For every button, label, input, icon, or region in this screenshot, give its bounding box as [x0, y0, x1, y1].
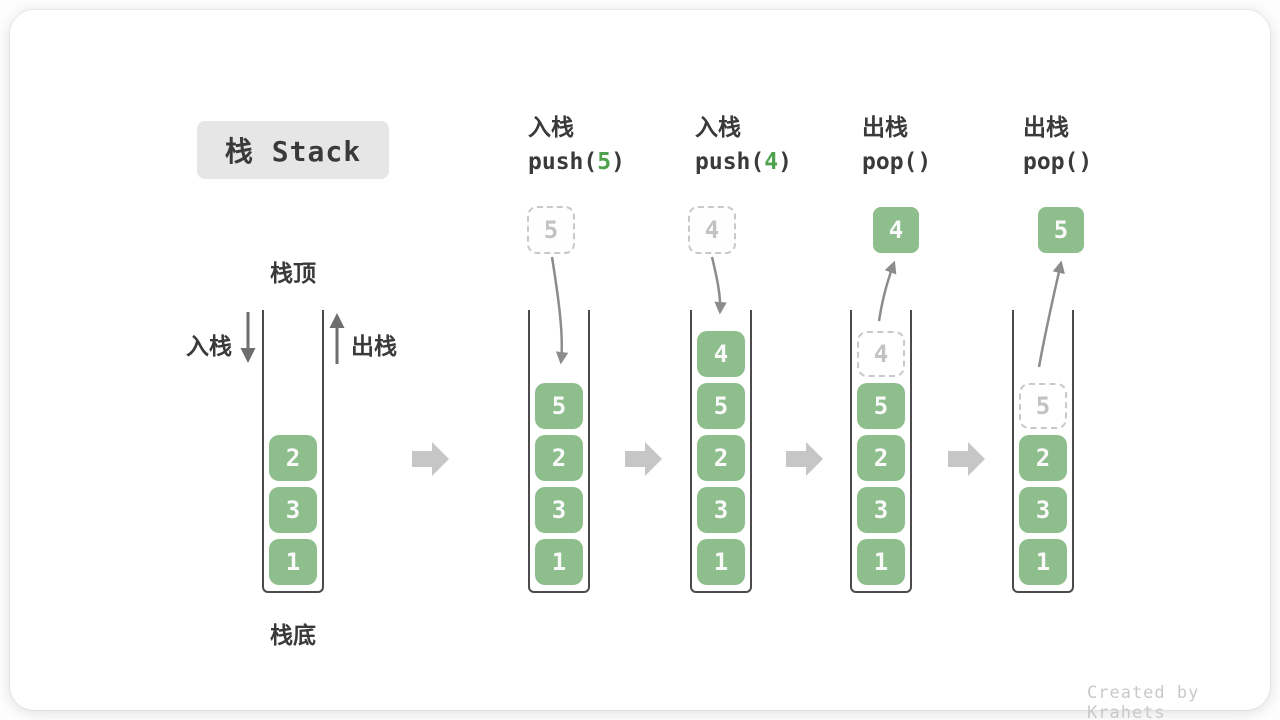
operation-name-zh: 入栈: [695, 114, 741, 140]
stack-block-2: 2: [697, 435, 745, 481]
stack-block-2: 2: [535, 435, 583, 481]
stack-block-3: 3: [857, 487, 905, 533]
stack-block-1: 1: [1019, 539, 1067, 585]
stack-container-initial-stack: [262, 310, 324, 593]
pop-direction-label: 出栈: [351, 333, 397, 359]
operation-arg: 5: [597, 149, 612, 175]
stack-top-label: 栈顶: [270, 260, 316, 286]
stack-block-1: 1: [697, 539, 745, 585]
stack-block-5: 5: [697, 383, 745, 429]
stack-container-after-push-4: [690, 310, 752, 593]
stack-block-2: 2: [1019, 435, 1067, 481]
operation-code: pop(): [1023, 149, 1092, 175]
stack-container-after-push-5: [528, 310, 590, 593]
popped-ghost-block-5: 5: [1019, 383, 1067, 429]
stack-block-1: 1: [269, 539, 317, 585]
operation-code: pop(): [862, 149, 931, 175]
stack-container-after-pop-4: [850, 310, 912, 593]
stack-block-3: 3: [535, 487, 583, 533]
stack-block-2: 2: [857, 435, 905, 481]
operation-name-zh: 出栈: [862, 114, 908, 140]
operation-arg: 4: [764, 149, 779, 175]
stack-block-3: 3: [1019, 487, 1067, 533]
transition-arrow-icon: [786, 442, 823, 476]
pop-result-box-4: 4: [873, 207, 919, 253]
operation-code-post: ): [778, 149, 792, 175]
stack-block-1: 1: [535, 539, 583, 585]
transition-arrow-icon: [625, 442, 662, 476]
operation-name-zh: 出栈: [1023, 114, 1069, 140]
push-direction-label: 入栈: [186, 333, 232, 359]
operation-label-after-pop-5: 出栈 pop(): [1023, 114, 1092, 175]
stack-block-4: 4: [697, 331, 745, 377]
operation-code-pre: pop(: [1023, 149, 1079, 175]
stack-block-5: 5: [857, 383, 905, 429]
operation-code-pre: push(: [695, 149, 765, 175]
operation-label-after-push-5: 入栈 push(5): [528, 114, 625, 175]
stack-block-2: 2: [269, 435, 317, 481]
operation-code: push(4): [695, 149, 792, 175]
operation-label-after-push-4: 入栈 push(4): [695, 114, 792, 175]
popped-ghost-block-4: 4: [857, 331, 905, 377]
operation-code-post: ): [1078, 149, 1093, 175]
operation-label-after-pop-4: 出栈 pop(): [862, 114, 931, 175]
watermark: Created by Krahets: [1087, 683, 1200, 720]
operation-code-pre: pop(: [862, 149, 918, 175]
transition-arrow-icon: [412, 442, 449, 476]
stack-block-1: 1: [857, 539, 905, 585]
stack-block-5: 5: [535, 383, 583, 429]
operation-code-pre: push(: [528, 149, 598, 175]
push-flow-arrow-icon: [710, 256, 727, 315]
pop-result-box-5: 5: [1038, 207, 1084, 253]
operation-name-zh: 入栈: [528, 114, 574, 140]
title-box: 栈 Stack: [197, 121, 389, 179]
stack-bottom-label: 栈底: [270, 622, 316, 648]
stack-container-after-pop-5: [1012, 310, 1074, 593]
push-value-box-5: 5: [527, 206, 575, 254]
push-value-box-4: 4: [688, 206, 736, 254]
operation-code-post: ): [611, 149, 625, 175]
stack-block-3: 3: [697, 487, 745, 533]
transition-arrow-icon: [948, 442, 985, 476]
operation-code: push(5): [528, 149, 625, 175]
operation-code-post: ): [917, 149, 932, 175]
stack-block-3: 3: [269, 487, 317, 533]
